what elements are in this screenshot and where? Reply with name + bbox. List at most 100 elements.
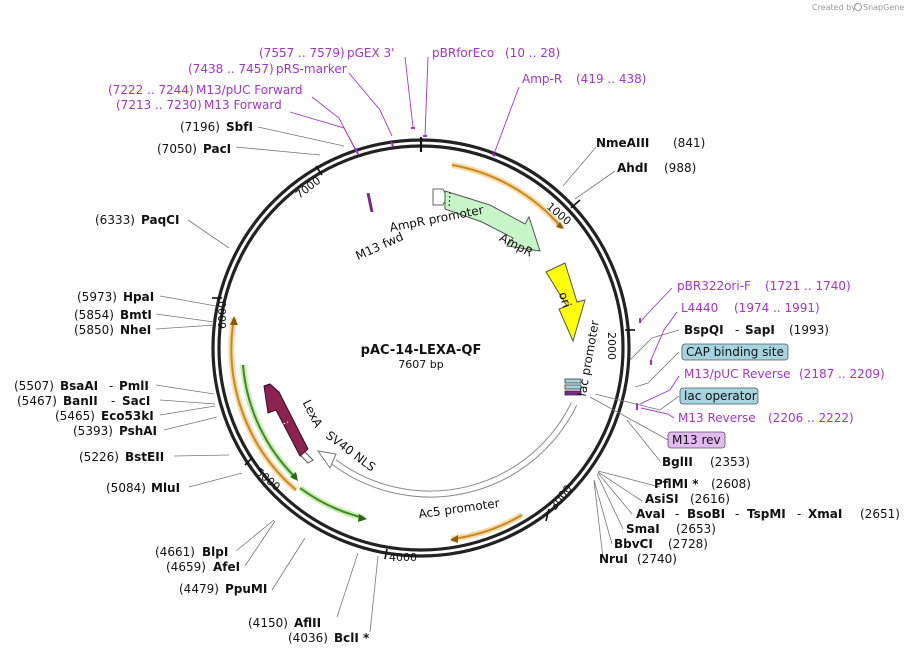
plasmid-name: pAC-14-LEXA-QF — [361, 343, 482, 358]
leader-nrui — [593, 480, 604, 559]
enzyme-pshai: PshAI — [119, 424, 157, 438]
enzyme-paci-pos: (7050) — [157, 142, 197, 156]
tick-7000: 7000 — [293, 174, 323, 201]
leader-m13rev-box — [589, 396, 669, 441]
pleader-l4440 — [649, 311, 678, 363]
leader-ppumi — [271, 537, 306, 591]
primer-pbr322ori: pBR322ori-F — [677, 279, 751, 293]
enzyme-bspqi: BspQI — [684, 323, 724, 337]
enzyme-avai-sep2: - — [735, 507, 739, 521]
leader-banii — [159, 399, 216, 405]
enzyme-bsaai-pos: (5507) — [14, 379, 54, 393]
label-lac-promoter: lac promoter — [575, 319, 602, 397]
arc-green-1-head — [290, 472, 298, 481]
enzyme-bsaai-sep: - — [109, 379, 113, 393]
enzyme-smai: SmaI — [626, 522, 660, 536]
pleader-pgex3 — [404, 56, 414, 128]
enzyme-labels-bottom: (4036) BclI * (4150) AflII (4479) PpuMI … — [155, 545, 370, 645]
label-m13-fwd: M13 fwd — [353, 229, 405, 262]
enzyme-bbvci-pos: (2728) — [668, 537, 708, 551]
primer-m13puc-rev-pos: (2187 .. 2209) — [799, 367, 885, 381]
primer-l4440: L4440 — [681, 301, 718, 315]
leader-aflii — [336, 552, 359, 618]
primer-pbr322ori-pos: (1721 .. 1740) — [765, 279, 851, 293]
enzyme-nrui: NruI — [599, 552, 628, 566]
ac5-arrow-head — [316, 450, 337, 470]
enzyme-mlui: MluI — [151, 481, 180, 495]
enzyme-aflii-pos: (4150) — [248, 616, 288, 630]
label-ac5-promoter: Ac5 promoter — [418, 496, 501, 521]
enzyme-labels-left: (5084) MluI (5226) BstEII (5393) PshAI (… — [14, 120, 253, 495]
leader-nhei — [155, 324, 215, 330]
enzyme-bsteii: BstEII — [125, 450, 164, 464]
feature-ori: ori — [545, 262, 586, 343]
primer-m13rev: M13 Reverse — [678, 411, 756, 425]
enzyme-pflmi: PflMI * — [654, 477, 699, 491]
primer-prsmarker-pos: (7438 .. 7457) — [188, 62, 274, 76]
snapgene-credit: Created by SnapGene — [812, 3, 904, 12]
arc-ampr — [451, 164, 563, 229]
m13-rev-box — [667, 431, 726, 449]
tick-7000-mark — [315, 165, 323, 176]
pleader-ampr — [493, 86, 520, 155]
arc-green-2-halo — [298, 485, 365, 521]
pleader-m13rev-primer — [640, 407, 675, 419]
tick-4000: 4000 — [389, 551, 417, 564]
leader-avai — [597, 472, 633, 515]
enzyme-ppumi: PpuMI — [225, 582, 267, 596]
snapgene-logo-icon — [854, 3, 862, 11]
enzyme-bsteii-pos: (5226) — [79, 450, 119, 464]
lexa-arrow — [263, 383, 309, 457]
primer-m13puc-rev: M13/pUC Reverse — [684, 367, 791, 381]
enzyme-bsobi: BsoBI — [687, 507, 725, 521]
enzyme-paci: PacI — [203, 142, 231, 156]
enzyme-avai-pos: (2651) — [860, 507, 900, 521]
lac-box-1 — [564, 378, 582, 384]
primer-pgex3: pGEX 3' — [347, 46, 394, 60]
enzyme-labels-right: NmeAIII (841) AhdI (988) BspQI - SapI (1… — [596, 136, 900, 566]
lac-box-2 — [564, 384, 582, 390]
enzyme-hpai: HpaI — [123, 290, 154, 304]
enzyme-bmti-pos: (5854) — [74, 308, 114, 322]
enzyme-banii-pos: (5467) — [17, 394, 57, 408]
leader-nmeaiii — [562, 146, 597, 187]
orange-arcs — [228, 162, 565, 543]
leader-asisi — [597, 471, 643, 502]
pleader-m13puc-rev — [639, 375, 680, 405]
tick-3000: 3000 — [547, 482, 574, 512]
pleader-pbr322ori — [639, 287, 673, 323]
enzyme-eco53ki: Eco53kI — [101, 409, 154, 423]
lac-box-3 — [564, 390, 582, 396]
primer-m13puc-fwd-pos: (7222 .. 7244) — [108, 83, 194, 97]
leader-paci — [235, 146, 321, 156]
enzyme-banii-sep: - — [111, 394, 115, 408]
leader-ahdi — [574, 170, 616, 200]
pmark-m13fwd — [354, 147, 359, 155]
leader-cap — [634, 351, 680, 388]
enzyme-sbfi: SbfI — [226, 120, 253, 134]
primer-l4440-pos: (1974 .. 1991) — [734, 301, 820, 315]
enzyme-aflii: AflII — [294, 616, 321, 630]
primer-pbrforeco-pos: (10 .. 28) — [505, 46, 560, 60]
enzyme-ppumi-pos: (4479) — [179, 582, 219, 596]
enzyme-pshai-pos: (5393) — [73, 424, 113, 438]
leader-bsteii — [173, 454, 230, 457]
tick-3000-mark — [545, 508, 550, 522]
primer-leaders — [289, 56, 680, 441]
plasmid-length: 7607 bp — [398, 358, 443, 371]
enzyme-avai-sep: - — [675, 507, 679, 521]
tick-2000: 2000 — [605, 332, 618, 360]
boxed-labels: CAP binding site lac operator M13 rev — [667, 343, 789, 449]
enzyme-bcli: BclI * — [334, 631, 370, 645]
enzyme-paqci-pos: (6333) — [95, 213, 135, 227]
leader-bbvci — [593, 479, 613, 545]
arc-left-head — [230, 316, 238, 325]
primer-m13fwd: M13 Forward — [204, 98, 282, 112]
ori-arrow — [545, 262, 586, 343]
enzyme-bspqi-pos: (1993) — [789, 323, 829, 337]
enzyme-avai-sep3: - — [797, 507, 801, 521]
label-m13-rev: M13 rev — [672, 433, 721, 447]
enzyme-ahdi-pos: (988) — [664, 161, 696, 175]
ampr-boundary — [448, 191, 451, 209]
enzyme-eco53ki-pos: (5465) — [55, 409, 95, 423]
